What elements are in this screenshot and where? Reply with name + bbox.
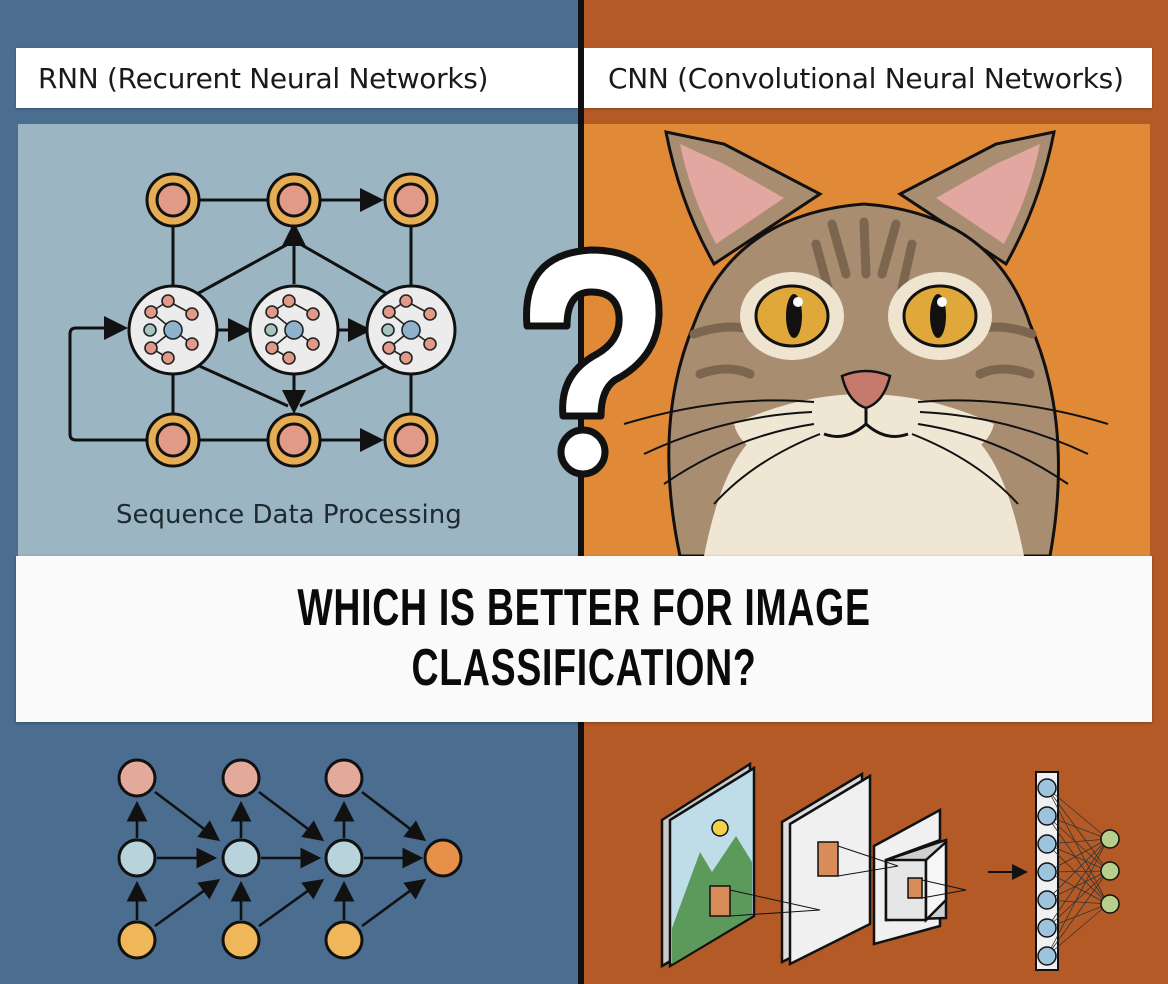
rnn-title-bar: RNN (Recurent Neural Networks)	[16, 48, 580, 108]
rnn-unrolled-diagram	[68, 172, 457, 468]
rnn-title: RNN (Recurent Neural Networks)	[38, 61, 489, 95]
rnn-caption: Sequence Data Processing	[116, 500, 462, 530]
cnn-panel	[584, 124, 1150, 556]
center-divider	[578, 0, 584, 984]
cnn-title-bar: CNN (Convolutional Neural Networks)	[584, 48, 1152, 108]
rnn-panel: Sequence Data Processing	[18, 124, 580, 556]
rnn-side: RNN (Recurent Neural Networks)	[0, 0, 580, 984]
headline-banner: WHICH IS BETTER FOR IMAGE CLASSIFICATION…	[16, 556, 1152, 722]
cnn-title: CNN (Convolutional Neural Networks)	[608, 61, 1124, 95]
cnn-pipeline-diagram	[660, 761, 1120, 971]
headline-line-1: WHICH IS BETTER FOR IMAGE	[297, 579, 871, 637]
headline-line-2: CLASSIFICATION?	[411, 639, 757, 697]
cnn-side: CNN (Convolutional Neural Networks)	[584, 0, 1168, 984]
question-mark-icon	[523, 246, 663, 478]
rnn-sequence-graph	[117, 758, 463, 960]
cat-illustration	[623, 130, 1109, 556]
